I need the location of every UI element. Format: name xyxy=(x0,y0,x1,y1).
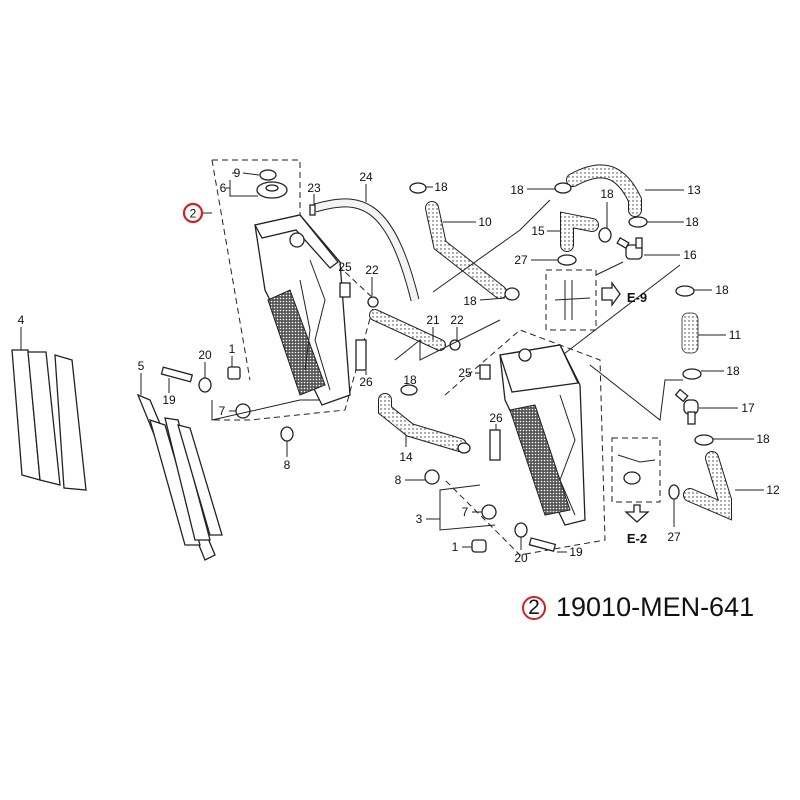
callout: 11 xyxy=(729,328,742,342)
callout: 8 xyxy=(395,473,402,487)
hose-11 xyxy=(681,312,699,354)
detail-box-e9 xyxy=(545,261,624,331)
callout: 18 xyxy=(463,294,477,308)
callout: 19 xyxy=(569,545,583,559)
callout: 8 xyxy=(284,458,291,472)
callout: 7 xyxy=(462,505,469,519)
part-26-right xyxy=(489,429,501,461)
callout: 12 xyxy=(766,483,780,497)
ref-e9: E-9 xyxy=(627,290,647,305)
callout: 25 xyxy=(458,366,472,380)
callout: 18 xyxy=(434,180,448,194)
callout: 19 xyxy=(162,393,176,407)
callout: 18 xyxy=(403,373,417,387)
hose-10 xyxy=(426,202,506,298)
callout: 26 xyxy=(359,375,373,389)
callout: 1 xyxy=(452,540,459,554)
part-25-left xyxy=(339,282,351,298)
callout: 22 xyxy=(365,263,379,277)
highlighted-callout[interactable]: 2 xyxy=(182,202,204,224)
detail-box-e2 xyxy=(611,437,661,523)
callout: 26 xyxy=(489,411,503,425)
right-radiator xyxy=(444,329,606,556)
callout: 18 xyxy=(715,283,729,297)
callout: 10 xyxy=(478,215,492,229)
callout: 18 xyxy=(685,215,699,229)
left-radiator xyxy=(254,214,351,406)
callout: 4 xyxy=(18,313,25,327)
part-26-left xyxy=(355,339,367,371)
callout: 25 xyxy=(338,260,352,274)
ref-e2: E-2 xyxy=(627,531,647,546)
highlighted-ref-badge: 2 xyxy=(522,595,546,620)
callout: 13 xyxy=(687,183,701,197)
part-23 xyxy=(309,204,316,216)
callout: 24 xyxy=(359,170,373,184)
callout: 7 xyxy=(219,404,226,418)
callout: 1 xyxy=(229,342,236,356)
hose-24 xyxy=(314,199,419,301)
fasteners xyxy=(160,356,567,553)
callout: 18 xyxy=(756,432,770,446)
callout: 21 xyxy=(426,313,440,327)
callout: 14 xyxy=(399,450,413,464)
callout: 22 xyxy=(450,313,464,327)
hose-14 xyxy=(379,394,466,451)
joints xyxy=(616,237,738,425)
hose-13 xyxy=(567,165,641,216)
part-number: 19010-MEN-641 xyxy=(556,592,755,622)
callout: 18 xyxy=(510,183,524,197)
callout-labels: 9 6 23 24 18 10 18 13 18 15 18 27 16 18 … xyxy=(18,166,780,565)
part-number-caption: 2 19010-MEN-641 xyxy=(522,592,754,623)
callout: 17 xyxy=(741,401,755,415)
callout: 5 xyxy=(138,359,145,373)
callout: 15 xyxy=(531,224,545,238)
callout: 27 xyxy=(667,530,681,544)
callout: 20 xyxy=(514,551,528,565)
callout: 23 xyxy=(307,181,321,195)
highlighted-callout-number: 2 xyxy=(190,207,197,221)
callout: 6 xyxy=(220,181,227,195)
part-25-right xyxy=(479,364,491,380)
hose-12 xyxy=(684,452,731,520)
hose-clamps xyxy=(367,182,754,527)
callout: 27 xyxy=(514,253,528,267)
callout: 18 xyxy=(726,364,740,378)
hose-21 xyxy=(370,310,445,350)
callout: 3 xyxy=(416,512,423,526)
callout: 16 xyxy=(683,248,697,262)
radiator-cap xyxy=(226,169,288,199)
hose-15 xyxy=(561,212,598,251)
radiator-grille-5 xyxy=(136,373,223,561)
radiator-shroud-4 xyxy=(11,327,87,491)
callout: 18 xyxy=(600,187,614,201)
callout: 20 xyxy=(198,348,212,362)
callout: 9 xyxy=(234,166,241,180)
